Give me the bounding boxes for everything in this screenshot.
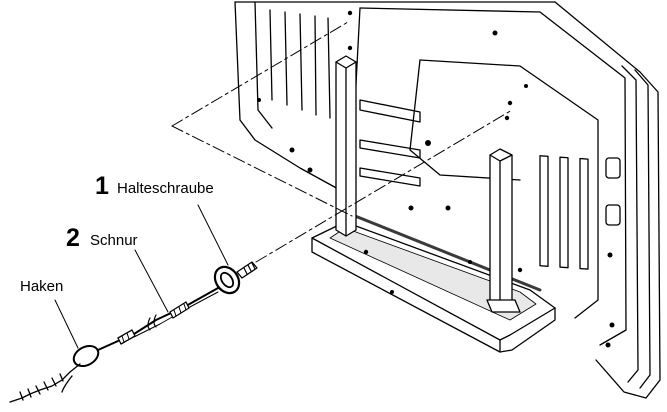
stand-pole-left — [335, 55, 357, 237]
screw-callout-label: Halteschraube — [117, 180, 214, 197]
retaining-screw — [213, 261, 258, 295]
cord-callout-label: Schnur — [90, 232, 138, 249]
tv-back-panel — [234, 1, 661, 399]
alignment-lines — [171, 21, 513, 263]
cord-callout-number: 2 — [66, 224, 80, 252]
hook — [9, 340, 119, 403]
cord — [117, 287, 219, 345]
hook-callout-label: Haken — [20, 278, 64, 295]
stand-pole-right — [486, 148, 521, 313]
screw-callout-number: 1 — [95, 172, 109, 200]
leader-lines — [54, 204, 229, 349]
